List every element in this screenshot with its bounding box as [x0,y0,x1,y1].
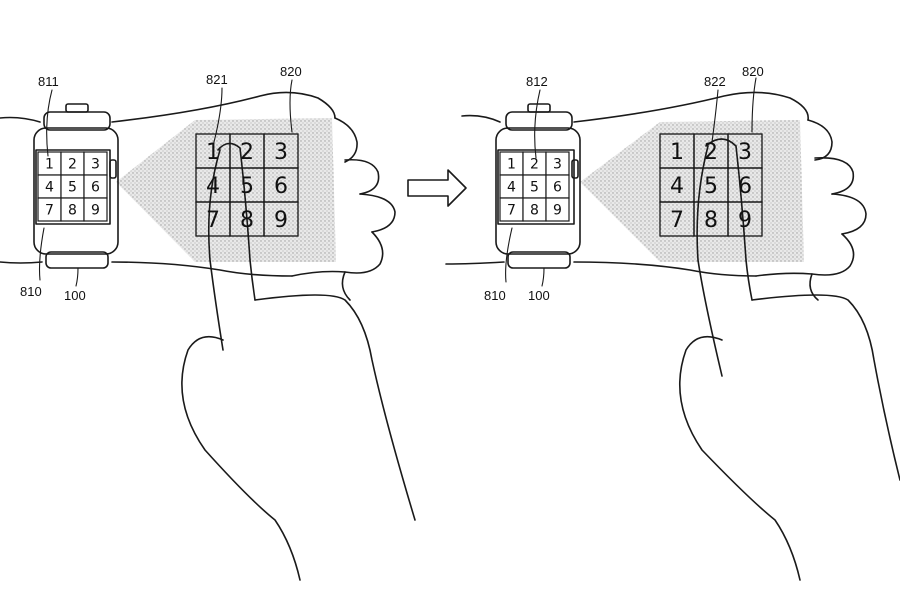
keypad-key-label: 1 [507,157,516,173]
ref-projection: 820 [280,64,302,79]
keypad-key-label: 5 [240,174,254,199]
keypad-key-label: 1 [206,140,220,165]
keypad-cell [727,201,763,237]
projection-beam [116,118,336,262]
keypad-key-label: 7 [206,208,220,233]
keypad-key-label: 9 [91,203,100,219]
keypad-key-label: 8 [68,203,77,219]
keypad-key-label: 7 [670,208,684,233]
keypad-key-label: 6 [738,174,752,199]
keypad-key-label: 2 [530,157,539,173]
ref-watch-selection: 811 [38,74,59,89]
keypad-key-label: 7 [45,203,54,219]
ref-device: 100 [528,288,550,303]
keypad-key-label: 2 [240,140,254,165]
ref-watch-selection: 812 [526,74,548,89]
keypad-key-label: 1 [45,157,54,173]
keypad-key-label: 9 [738,208,752,233]
keypad-key-label: 3 [274,140,288,165]
ref-projected-touch: 822 [704,74,726,89]
projection-beam [580,120,804,262]
keypad-key-label: 3 [738,140,752,165]
keypad-key-label: 5 [530,180,539,196]
keypad-cell [545,197,570,222]
keypad-key-label: 9 [274,208,288,233]
keypad-key-label: 5 [68,180,77,196]
keypad-key-label: 9 [553,203,562,219]
keypad-key-label: 6 [274,174,288,199]
ref-projected-touch: 821 [206,72,228,87]
keypad-key-label: 3 [553,157,562,173]
ref-watch-screen: 810 [20,284,42,299]
ref-device: 100 [64,288,86,303]
keypad-key-label: 8 [704,208,718,233]
keypad-key-label: 2 [704,140,718,165]
arm-hand-outline [445,91,900,581]
keypad-cell [263,201,299,237]
keypad-cell [83,197,108,222]
ref-projection: 820 [742,64,764,79]
keypad-key-label: 4 [670,174,684,199]
keypad-key-label: 8 [530,203,539,219]
ref-watch-screen: 810 [484,288,506,303]
keypad-key-label: 2 [68,157,77,173]
arrow-right-outline-icon [407,169,467,207]
keypad-key-label: 1 [670,140,684,165]
keypad-key-label: 3 [91,157,100,173]
keypad-key-label: 6 [91,180,100,196]
keypad-key-label: 4 [206,174,220,199]
keypad-key-label: 8 [240,208,254,233]
keypad-key-label: 7 [507,203,516,219]
keypad-key-label: 4 [45,180,54,196]
keypad-key-label: 5 [704,174,718,199]
keypad-key-label: 6 [553,180,562,196]
keypad-key-label: 4 [507,180,516,196]
